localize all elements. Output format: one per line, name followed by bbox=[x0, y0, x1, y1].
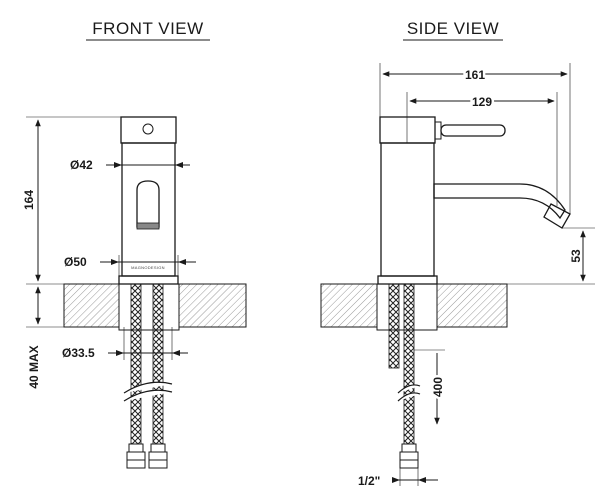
side-lever-collar bbox=[434, 121, 442, 140]
side-view: 161 129 53 400 1/2" bbox=[320, 63, 595, 488]
side-body bbox=[380, 142, 435, 277]
side-spout bbox=[433, 183, 566, 220]
side-fitting-nut bbox=[401, 443, 417, 453]
dim-half-arrow-right bbox=[418, 477, 426, 483]
side-view-title: SIDE VIEW bbox=[407, 19, 499, 38]
front-spout-outlet bbox=[136, 180, 160, 228]
front-hose-right bbox=[152, 283, 164, 445]
front-fitting-left-nut bbox=[128, 443, 144, 453]
dim-161-label: 161 bbox=[465, 68, 485, 82]
side-lever bbox=[440, 124, 506, 137]
front-shank bbox=[118, 283, 180, 331]
dim-50-arrow-left bbox=[111, 259, 119, 265]
front-brand-text: MAGNODESIGN bbox=[131, 265, 165, 270]
side-spout-tip bbox=[543, 203, 571, 229]
dim-129-label: 129 bbox=[472, 95, 492, 109]
dim-53-label: 53 bbox=[569, 249, 583, 263]
dim-50-arrow-right bbox=[178, 259, 186, 265]
side-handle-cap bbox=[379, 116, 436, 144]
front-fitting-right-nut bbox=[150, 443, 166, 453]
dim-33-arrow-left bbox=[116, 350, 124, 356]
dim-40-label: 40 MAX bbox=[27, 345, 41, 388]
side-hose bbox=[403, 283, 415, 445]
front-aerator bbox=[136, 222, 160, 230]
front-base-ring bbox=[118, 275, 179, 285]
dim-42-label: Ø42 bbox=[70, 158, 93, 172]
dim-33-arrow-right bbox=[172, 350, 180, 356]
dim-50-label: Ø50 bbox=[64, 255, 87, 269]
front-view: MAGNODESIGN 164 40 MAX Ø42 Ø50 bbox=[22, 116, 247, 469]
side-break-mark bbox=[397, 384, 421, 402]
front-break-mark bbox=[123, 381, 173, 402]
front-handle-block bbox=[120, 116, 177, 144]
dim-half-label: 1/2" bbox=[358, 474, 380, 488]
dim-400-label: 400 bbox=[431, 377, 445, 397]
dim-half-arrow-left bbox=[392, 477, 400, 483]
dim-42-arrow-left bbox=[114, 162, 122, 168]
front-body bbox=[121, 142, 176, 277]
dim-164-label: 164 bbox=[22, 190, 36, 210]
side-threaded-rod bbox=[388, 283, 400, 369]
front-handle-hole bbox=[142, 123, 154, 135]
front-hose-left bbox=[130, 283, 142, 445]
front-view-title: FRONT VIEW bbox=[92, 19, 203, 38]
side-base-ring bbox=[377, 275, 438, 285]
dim-42-arrow-right bbox=[175, 162, 183, 168]
dim-33-label: Ø33.5 bbox=[62, 346, 95, 360]
